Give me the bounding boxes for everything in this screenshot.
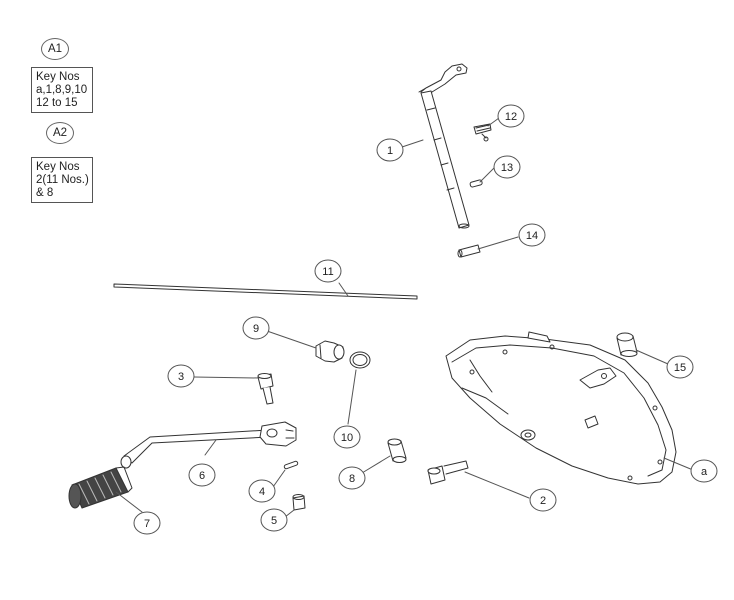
callout-14: 14 [518, 223, 546, 247]
svg-text:13: 13 [501, 162, 513, 174]
callouts: 1 12 13 14 11 9 3 10 [133, 104, 718, 535]
callout-6: 6 [188, 463, 216, 487]
leader-lines [115, 117, 694, 518]
svg-text:2: 2 [540, 495, 546, 507]
svg-text:a: a [701, 466, 708, 478]
svg-text:9: 9 [253, 323, 259, 335]
svg-text:5: 5 [271, 515, 277, 527]
part-14-bush [457, 244, 481, 258]
svg-text:3: 3 [178, 371, 184, 383]
svg-text:4: 4 [259, 486, 265, 498]
callout-11: 11 [314, 259, 342, 283]
callout-12: 12 [497, 104, 525, 128]
svg-text:6: 6 [199, 470, 205, 482]
part-11-rod [113, 283, 418, 300]
callout-9: 9 [242, 316, 270, 340]
part-6-gear-lever [120, 421, 297, 469]
callout-10: 10 [333, 425, 361, 449]
key-box-a1-line-1: Key Nos [36, 71, 80, 83]
part-2-flange-bolt [427, 460, 469, 485]
part-12-spring [473, 123, 492, 142]
svg-text:11: 11 [322, 266, 333, 278]
part-13-pin [469, 179, 483, 188]
group-badge-a2: A2 [46, 122, 74, 144]
callout-8: 8 [338, 466, 366, 490]
group-badge-a1: A1 [41, 38, 69, 60]
svg-text:1: 1 [387, 145, 393, 157]
key-box-a2: Key Nos 2(11 Nos.) & 8 [31, 157, 93, 203]
svg-text:10: 10 [341, 432, 353, 444]
key-box-a1-line-3: 12 to 15 [36, 97, 78, 109]
key-box-a1: Key Nos a,1,8,9,10 12 to 15 [31, 67, 93, 113]
part-15-cap [616, 332, 638, 357]
part-9-plug [315, 340, 345, 363]
key-box-a2-line-1: Key Nos [36, 161, 80, 173]
callout-5: 5 [260, 508, 288, 532]
svg-text:14: 14 [526, 230, 538, 242]
key-box-a2-line-3: & 8 [36, 187, 54, 199]
part-10-o-ring [349, 351, 371, 369]
part-3-bolt [257, 373, 274, 405]
callout-7: 7 [133, 511, 161, 535]
key-box-a1-line-2: a,1,8,9,10 [36, 84, 88, 96]
part-8-bush [387, 438, 407, 463]
callout-1: 1 [376, 138, 404, 162]
part-a-clutch-cover [445, 331, 677, 485]
part-4-pin [283, 460, 299, 470]
callout-a: a [690, 459, 718, 483]
callout-3: 3 [167, 364, 195, 388]
part-7-rubber-footrest [68, 466, 133, 509]
callout-2: 2 [529, 488, 557, 512]
part-1-selector-shaft [418, 63, 470, 229]
svg-text:7: 7 [144, 518, 150, 530]
svg-text:12: 12 [505, 111, 517, 123]
part-5-bush [292, 494, 306, 511]
svg-text:8: 8 [349, 473, 355, 485]
callout-4: 4 [248, 479, 276, 503]
key-box-a2-line-2: 2(11 Nos.) [36, 174, 89, 186]
callout-13: 13 [493, 155, 521, 179]
svg-text:15: 15 [674, 362, 686, 374]
callout-15: 15 [666, 355, 694, 379]
